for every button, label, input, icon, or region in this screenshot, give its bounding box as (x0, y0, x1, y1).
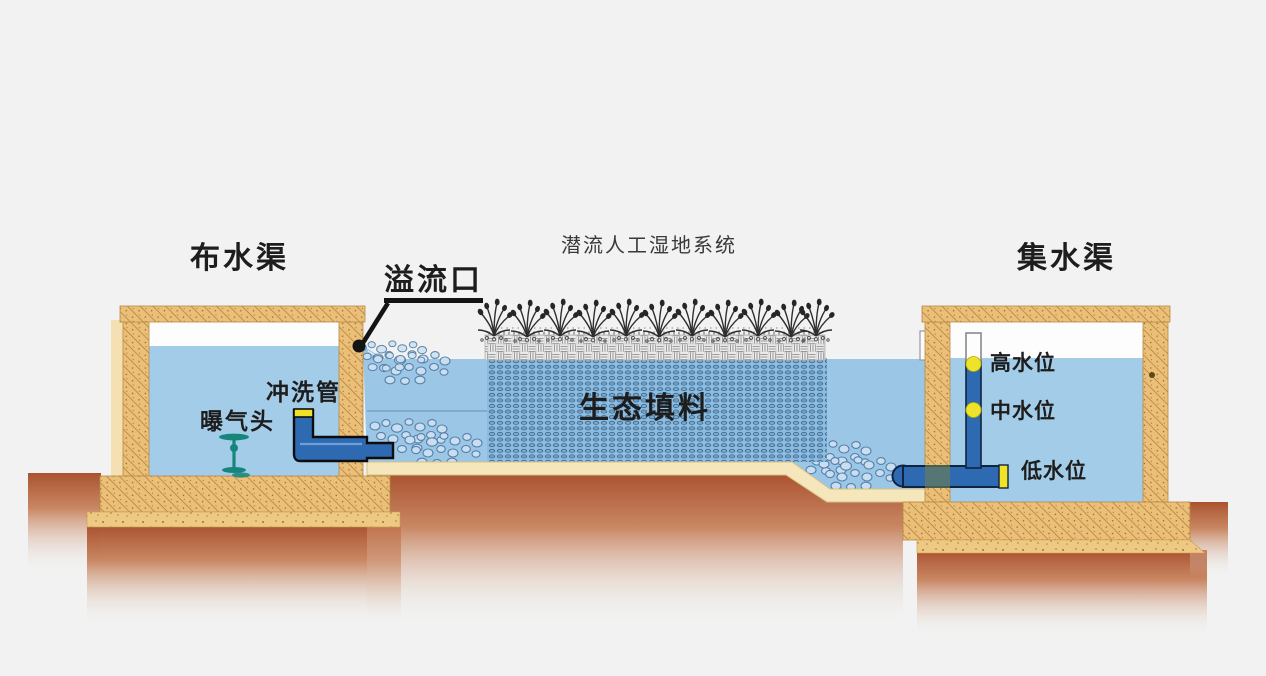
overflow-label: 溢流口 (384, 266, 483, 303)
left-outer-strip (111, 320, 124, 476)
high-level-dot (965, 356, 982, 372)
collection-channel (891, 305, 1206, 554)
mid-water-level-label: 中水位 (990, 400, 1056, 423)
flush-pipe (292, 408, 395, 463)
pipe-wall-crossing (925, 465, 950, 488)
aerator-label: 曝气头 (200, 408, 275, 434)
media-label: 生态填料 (579, 392, 711, 425)
wetland-bed (356, 297, 946, 503)
flush-pipe-label: 冲洗管 (266, 379, 341, 405)
right-tank-foundation (902, 501, 1191, 541)
ground-gradient (28, 473, 1228, 635)
high-water-level-label: 高水位 (990, 352, 1056, 375)
distribution-channel (86, 305, 401, 528)
right-tank-rim (921, 305, 1171, 323)
right-tank-airspace (950, 322, 1143, 358)
media-texture (487, 358, 827, 462)
pipe-horizontal (902, 465, 1001, 488)
left-tank-foundation (99, 475, 391, 513)
left-tank-rim (119, 305, 366, 323)
pipe-cap-yellow (998, 464, 1009, 489)
distribution-channel-label: 布水渠 (190, 242, 289, 275)
collection-channel-label: 集水渠 (1017, 242, 1116, 275)
left-tank-airspace (149, 321, 339, 346)
left-tank-base-slab (86, 511, 401, 528)
gravel-layer (484, 334, 826, 361)
right-tank-right-wall (1142, 321, 1169, 503)
overflow-point-dot (352, 339, 366, 353)
right-tank-base-slab (916, 539, 1206, 554)
overflow-callout-line (352, 301, 390, 353)
level-pipe (891, 332, 1009, 489)
diagram-title: 潜流人工湿地系统 (561, 235, 737, 257)
mid-level-dot (965, 402, 982, 418)
low-water-level-label: 低水位 (1021, 460, 1087, 483)
left-tank-left-wall (122, 320, 150, 477)
wall-speck (1149, 372, 1155, 378)
aerator-icon (219, 433, 250, 478)
